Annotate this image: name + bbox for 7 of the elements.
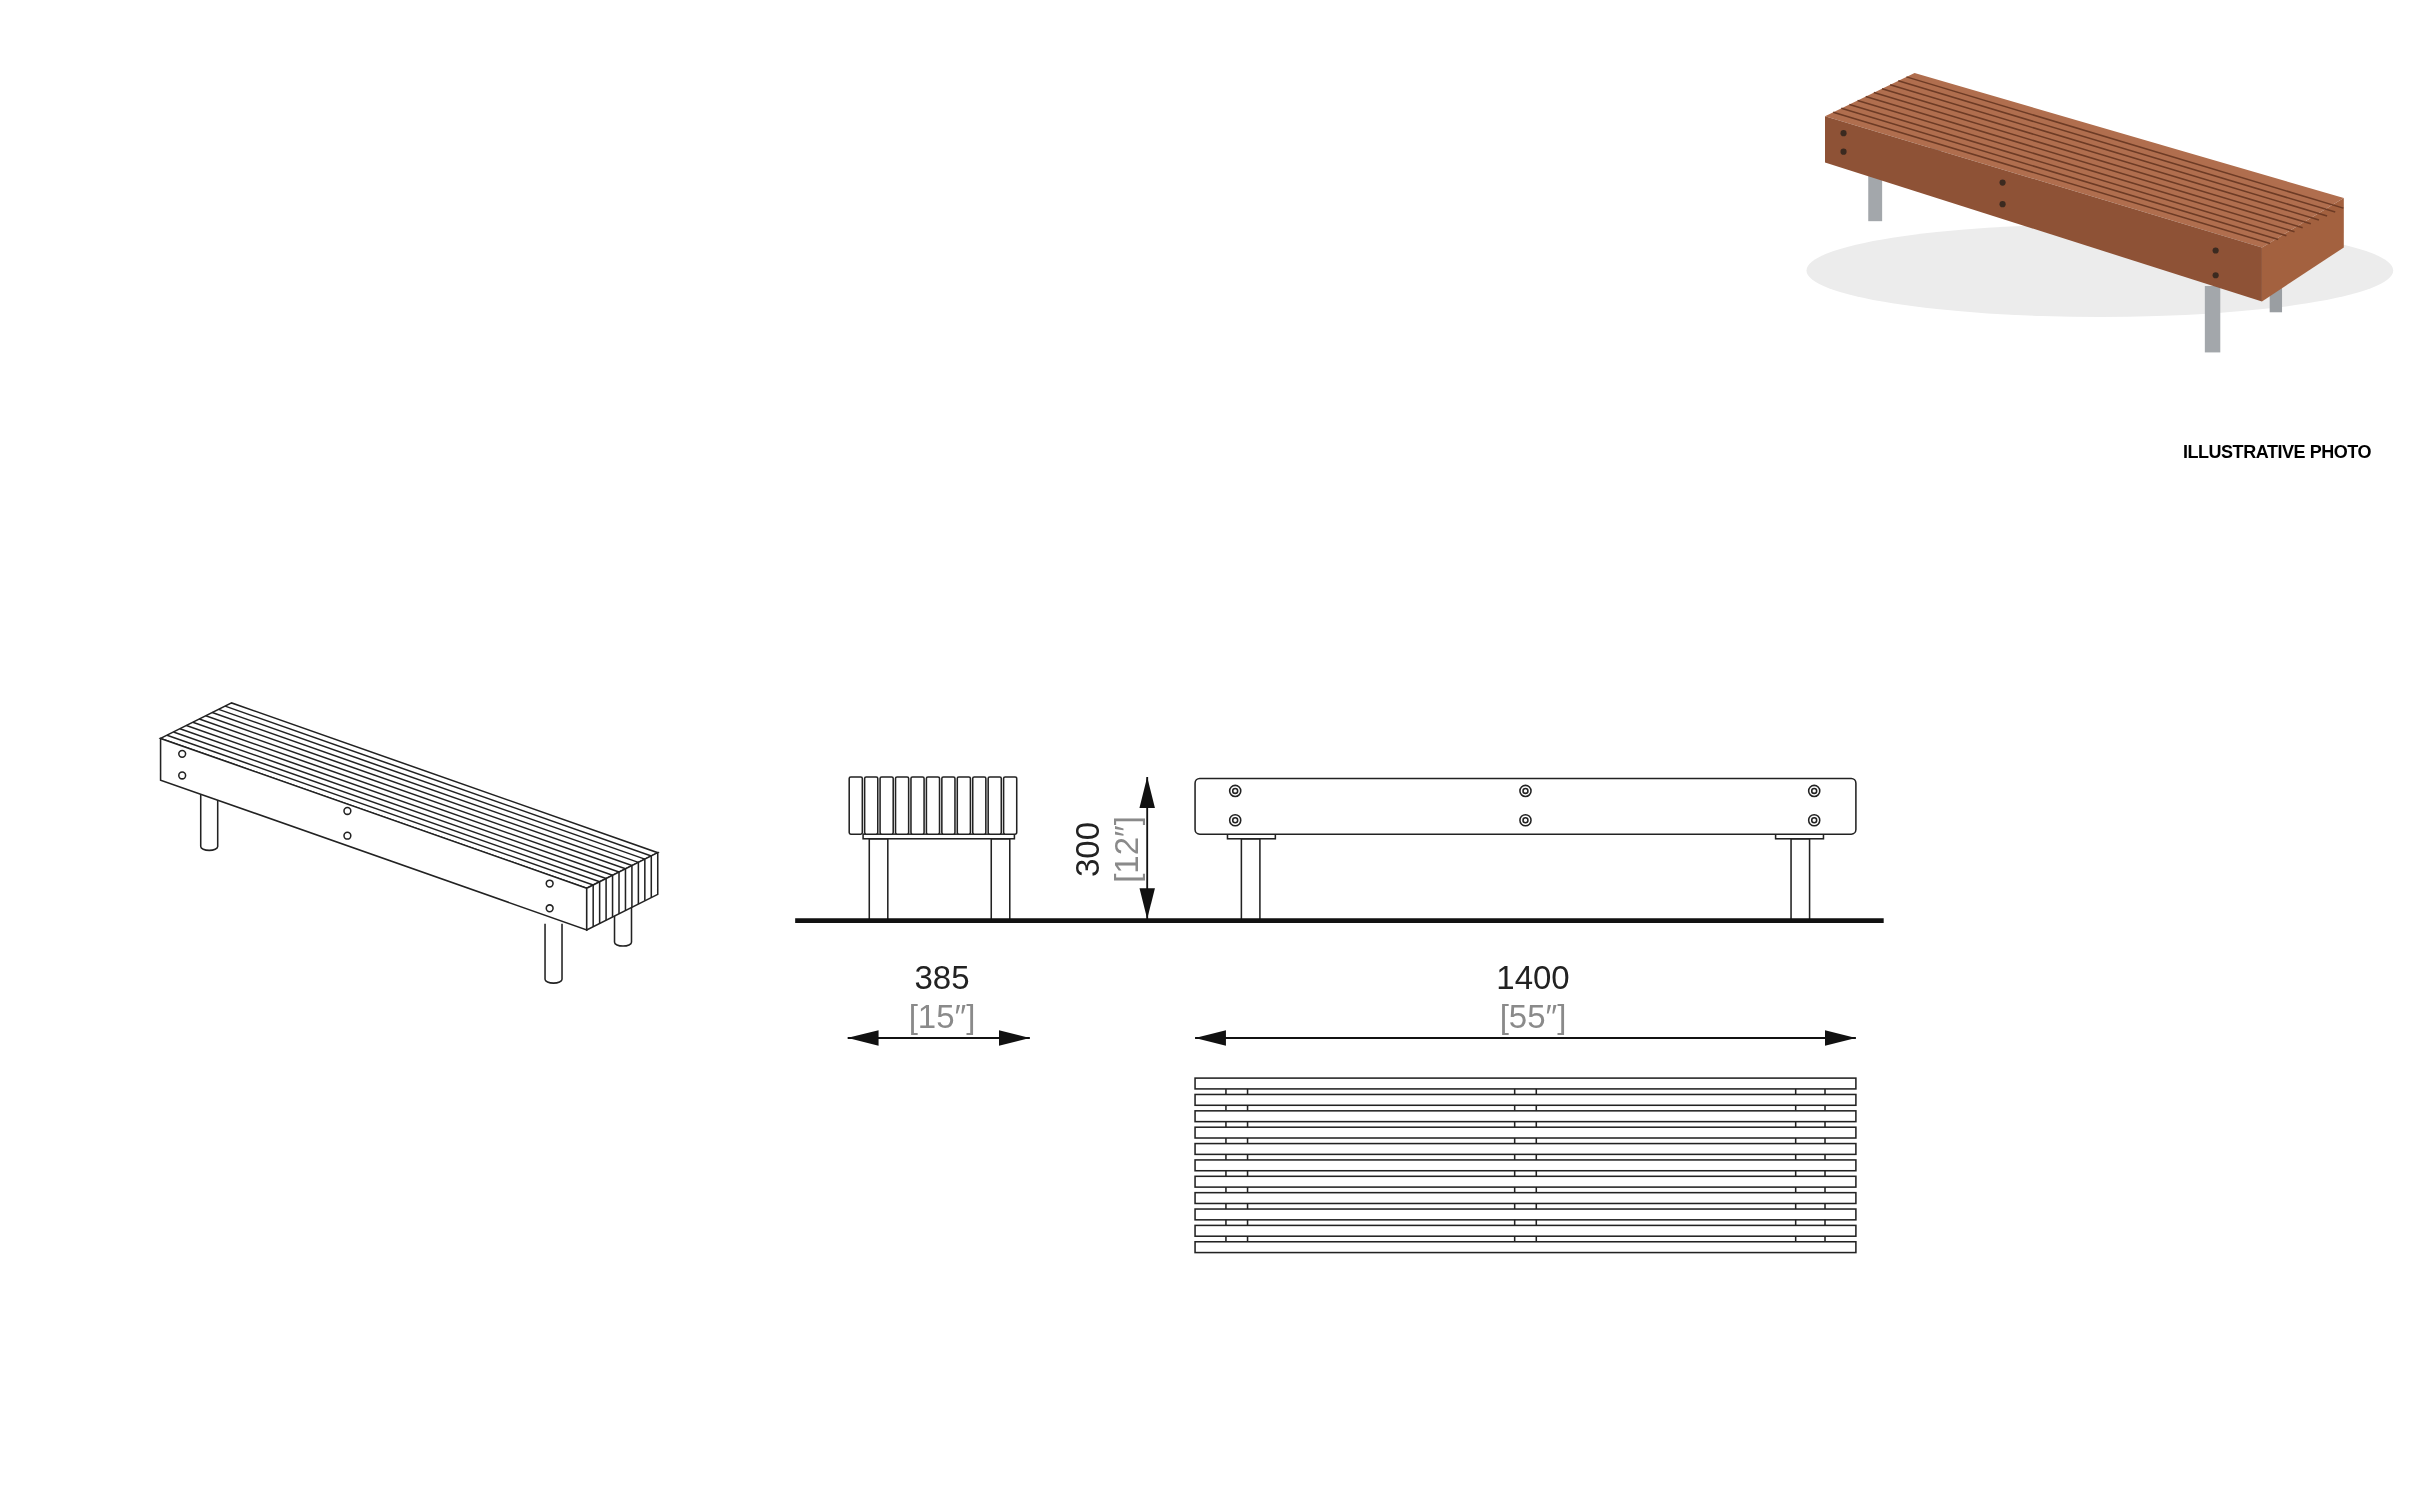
dimension-value: 385: [914, 960, 970, 994]
dimension-value: 300: [1071, 821, 1105, 877]
dimension-value: 1400: [1496, 960, 1570, 994]
dimension-value-inches: [12″]: [1109, 815, 1143, 883]
photo-caption: ILLUSTRATIVE PHOTO: [2182, 443, 2372, 461]
dimension-value-inches: [55″]: [1499, 999, 1567, 1033]
dimension-value-inches: [15″]: [908, 999, 976, 1033]
